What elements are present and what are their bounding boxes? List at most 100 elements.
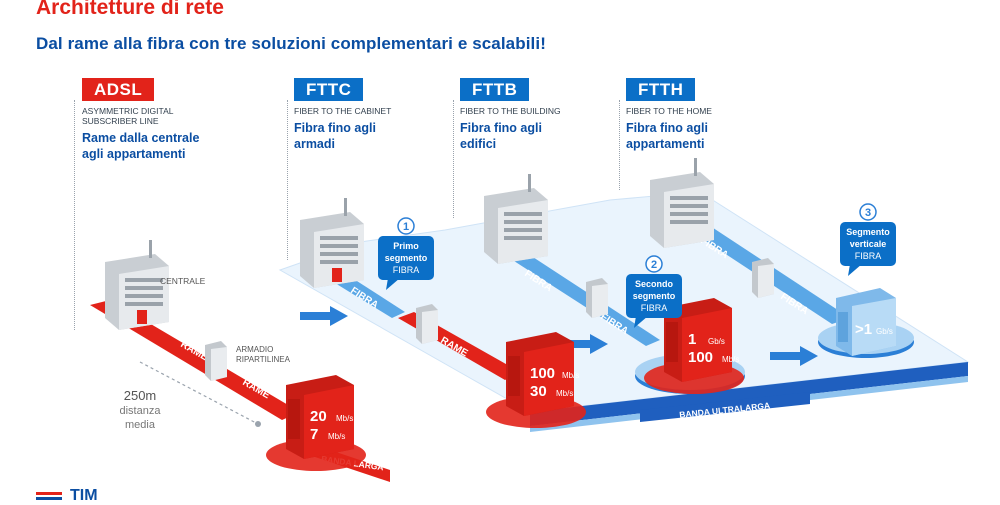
logo-bar-red xyxy=(36,492,62,495)
distance-line xyxy=(139,361,259,425)
callout-2-tail xyxy=(634,316,648,328)
solution-fttb: FTTB Fiber to the building Fibra fino ag… xyxy=(460,78,630,152)
desc-adsl: Rame dalla centrale agli appartamenti xyxy=(82,130,252,162)
desc-ftth: Fibra fino agli appartamenti xyxy=(626,120,796,152)
office-fttc-window-row xyxy=(320,260,358,264)
logo-bar-blue xyxy=(36,497,62,500)
divider-adsl xyxy=(74,100,75,330)
office-adsl xyxy=(105,240,169,330)
ftth-speed: >1 xyxy=(855,321,872,338)
building-fttb-speed-down: 1 xyxy=(688,331,696,348)
building-fttc-unit-down: Mb/s xyxy=(562,371,579,380)
caption-adsl-line-1: Asymmetric digital xyxy=(82,106,174,116)
building-fttc-unit-up: Mb/s xyxy=(556,389,573,398)
building-fttc-front xyxy=(524,342,574,416)
building-ftth-front xyxy=(852,298,896,356)
caption-fttb: Fiber to the building xyxy=(460,106,561,116)
text-layer: CENTRALEARMADIORIPARTILINEA250mdistanzam… xyxy=(120,203,896,431)
platform-edge-blue xyxy=(530,362,968,426)
office-fttc-window-row xyxy=(320,236,358,240)
office-fttb-window-row xyxy=(504,236,542,240)
building-ftth-windows xyxy=(838,312,848,342)
callout-3-tail xyxy=(848,264,862,276)
caption-adsl-line-2: subscriber line xyxy=(82,116,159,126)
desc-ftth-line-2: appartamenti xyxy=(626,137,705,151)
callout-1-line-3: FIBRA xyxy=(393,265,420,275)
cabinet-fttc-front xyxy=(422,310,438,344)
callout-3-number: 3 xyxy=(865,207,871,219)
callout-1-tail xyxy=(386,278,400,290)
desc-fttc-line-1: Fibra fino agli xyxy=(294,121,376,135)
office-adsl-window-row xyxy=(125,302,163,306)
building-fttb-unit-up: Mb/s xyxy=(722,355,739,364)
office-fttb-window-row xyxy=(504,228,542,232)
desc-fttc-line-2: armadi xyxy=(294,137,335,151)
desc-fttc: Fibra fino agli armadi xyxy=(294,120,464,152)
tim-logo: TIM xyxy=(30,486,130,504)
caption-ftth: Fiber to the home xyxy=(626,106,712,116)
callout-1-line-1: Primo xyxy=(393,241,419,251)
logo-text: TIM xyxy=(70,487,98,504)
callout-2-number: 2 xyxy=(651,259,657,271)
building-fttb-front xyxy=(682,308,732,382)
callout-3-line-1: Segmento xyxy=(846,227,890,237)
page-subtitle: Dal rame alla fibra con tre soluzioni co… xyxy=(36,34,546,53)
building-fttb-speed-up: 100 xyxy=(688,349,713,366)
office-ftth-window-row xyxy=(670,212,708,216)
arrow-2 xyxy=(560,334,608,354)
callout-3-line-2: verticale xyxy=(850,239,887,249)
divider-fttb xyxy=(453,100,454,218)
office-adsl-door xyxy=(137,310,147,324)
callout-2-line-3: FIBRA xyxy=(641,303,668,313)
office-ftth-window-row xyxy=(670,204,708,208)
building-fttc-side-windows xyxy=(508,356,520,396)
rame-road-adsl xyxy=(90,300,300,420)
armadio-label-2: RIPARTILINEA xyxy=(236,355,291,364)
badge-adsl: ADSL xyxy=(82,78,155,101)
fibra-road-fttc xyxy=(330,274,405,318)
arrow-1 xyxy=(300,306,348,326)
cabinet-fttb-front xyxy=(592,284,608,318)
desc-fttb-line-1: Fibra fino agli xyxy=(460,121,542,135)
callout-2-box xyxy=(626,274,682,318)
building-adsl-unit-down: Mb/s xyxy=(336,414,353,423)
distance-dot xyxy=(255,421,261,427)
building-ftth: >1 Gb/s xyxy=(836,288,896,356)
office-ftth-window-row xyxy=(670,196,708,200)
office-fttc-window-row xyxy=(320,252,358,256)
badge-ftth: FTTH xyxy=(626,78,696,101)
banda-ultralarga-bar xyxy=(640,392,810,422)
office-adsl-window-row xyxy=(125,294,163,298)
building-adsl-front xyxy=(304,385,354,459)
divider-fttc xyxy=(287,100,288,260)
callout-3-circle xyxy=(859,203,877,221)
office-ftth-window-row xyxy=(670,220,708,224)
office-ftth-antenna xyxy=(694,158,697,176)
office-fttc-antenna xyxy=(344,198,347,216)
building-fttc-speed-down: 100 xyxy=(530,365,555,382)
office-fttc-window-row xyxy=(320,244,358,248)
fibra-road-fttb xyxy=(500,246,660,346)
base-layer: BANDA ULTRALARGABANDA LARGA xyxy=(278,191,970,482)
office-adsl-antenna xyxy=(149,240,152,258)
divider-ftth xyxy=(619,100,620,190)
callout-2-circle xyxy=(645,255,663,273)
callout-1-circle xyxy=(397,217,415,235)
callout-3-box xyxy=(840,222,896,266)
solution-fttc: FTTC Fiber to the cabinet Fibra fino agl… xyxy=(294,78,464,152)
distance-line-3: media xyxy=(125,419,156,431)
ftth-unit: Gb/s xyxy=(876,327,893,336)
distance-value: 250m xyxy=(124,388,157,403)
badge-fttb: FTTB xyxy=(460,78,530,101)
armadio-label-1: ARMADIO xyxy=(236,345,273,354)
caption-adsl: Asymmetric digital subscriber line xyxy=(82,106,252,126)
cabinet-adsl-front xyxy=(211,347,227,381)
arrow-3 xyxy=(770,346,818,366)
page-title: Architetture di rete xyxy=(36,0,224,19)
callout-2-line-2: segmento xyxy=(633,291,676,301)
office-fttb-window-row xyxy=(504,220,542,224)
